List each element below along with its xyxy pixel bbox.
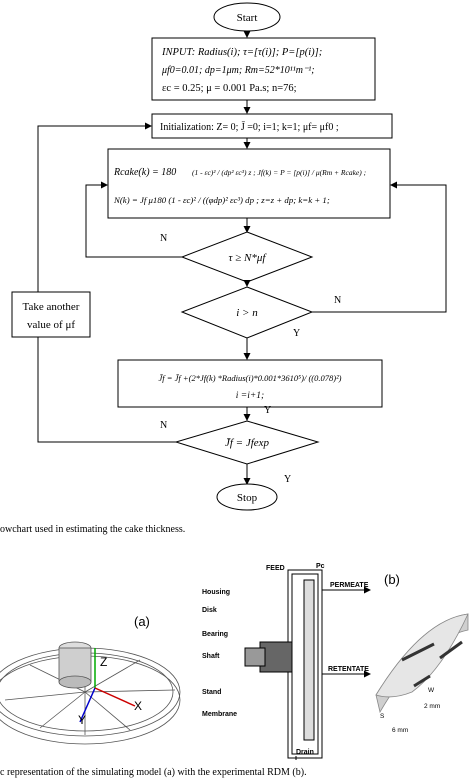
side-note-line-2: value of μf [27,319,75,331]
flowchart: Start INPUT: Radius(i); τ=[τ(i)]; P=[p(i… [11,2,447,511]
caption-bottom: c representation of the simulating model… [0,767,307,778]
decision-i-label: i > n [236,307,258,319]
label-y-1: Y [293,328,300,339]
start-label: Start [237,12,258,24]
axis-x: X [134,699,142,713]
rdm-label-membrane: Membrane [202,711,237,718]
label-n-1: N [160,233,167,244]
axis-y: Y [78,713,86,727]
calc-box [107,148,391,219]
rdm-label-pc: Pc [316,563,325,570]
disk-dim-w: W [428,687,435,694]
rdm-label-shaft: Shaft [202,653,220,660]
init-box [151,113,393,139]
disk-dim-2mm: 2 mm [424,703,440,710]
figure-b-label: (b) [384,572,400,587]
figure-a-label: (a) [134,614,150,629]
side-note-box [11,291,91,338]
rdm-label-feed: FEED [266,565,285,572]
side-note-line-1: Take another [23,301,80,313]
init-label: Initialization: Z= 0; J̄ =0; i=1; k=1; μ… [160,121,339,133]
input-line-1: INPUT: Radius(i); τ=[τ(i)]; P=[p(i)]; [161,47,322,58]
input-box [151,37,376,101]
label-y-2: Y [264,405,271,416]
rdm-label-stand: Stand [202,689,221,696]
stop-label: Stop [237,492,258,504]
figure-b-disk: W S 2 mm 6 mm [375,613,469,734]
rdm-label-bearing: Bearing [202,631,228,638]
label-n-3: N [160,420,167,431]
calc-line-1a: Rcake(k) = 180 [113,167,176,178]
rdm-label-permeate: PERMEATE [330,582,369,589]
update-line-2: i =i+1; [236,391,264,401]
update-box [117,359,383,408]
input-line-2: μf0=0.01; dp=1μm; Rm=52*10¹¹m⁻¹; [161,65,315,76]
figure-a-model: Z Y X [0,641,181,745]
rdm-label-housing: Housing [202,589,230,596]
caption-top: owchart used in estimating the cake thic… [0,524,186,535]
update-line-1: J̄f = J̄f +(2*Jf(k) *Radius(i)*0.001*361… [159,373,342,383]
disk-dim-6mm: 6 mm [392,727,408,734]
axis-z: Z [100,655,107,669]
calc-line-2: N(k) = Jf μ180 (1 - εc)² / ((φdp)² εc³) … [113,195,330,205]
disk-dim-s: S [380,713,385,720]
stop-terminal [216,483,278,511]
figure-b-rdm-schematic: FEED Pc PERMEATE Housing Disk Bearing Sh… [202,563,371,760]
label-n-2: N [334,295,341,306]
rdm-label-drain: Drain [296,749,314,756]
decision-tau-label: τ ≥ N*μf [229,252,268,264]
rdm-label-disk: Disk [202,607,217,614]
calc-line-1b: (1 - εc)² / (dp² εc³) z ; Jf(k) = P = [p… [192,168,366,177]
input-line-3: εc = 0.25; μ = 0.001 Pa.s; n=76; [162,83,297,94]
label-y-3: Y [284,474,291,485]
decision-jexp-label: J̄f = Jfexp [225,437,270,449]
rdm-label-retentate: RETENTATE [328,666,369,673]
